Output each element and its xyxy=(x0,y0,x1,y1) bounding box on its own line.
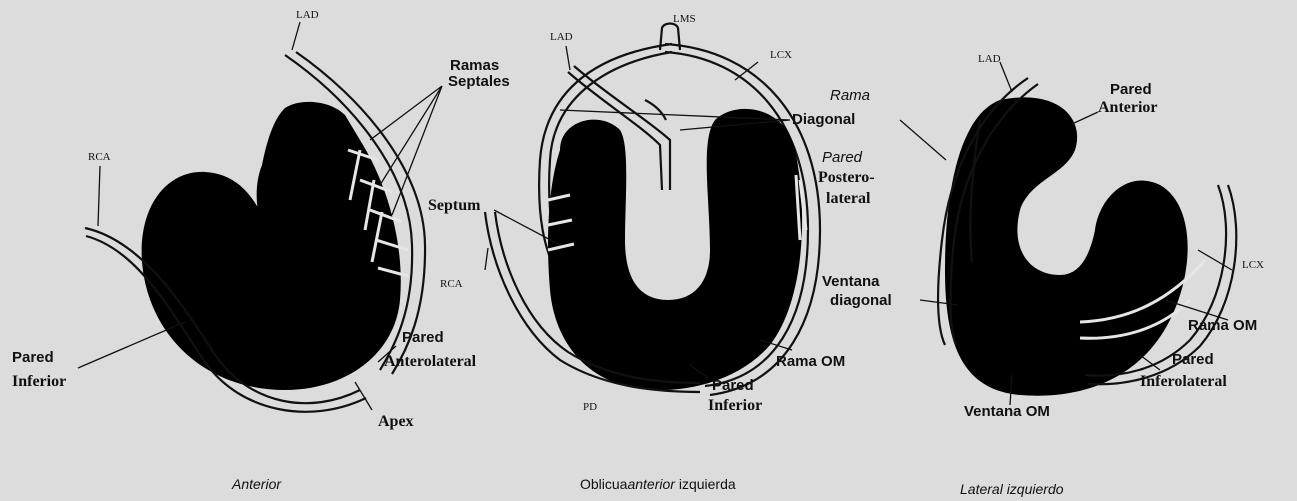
anterior-caption: Anterior xyxy=(231,476,282,492)
lao-label-lms: LMS xyxy=(673,13,696,25)
anterior-label-pared-antero-1: Pared xyxy=(402,329,444,346)
lateral-label-lad: LAD xyxy=(978,53,1001,65)
lao-label-pd: PD xyxy=(583,401,597,413)
lateral-label-ventana-diag-1: Ventana xyxy=(822,273,880,290)
lateral-label-lcx: LCX xyxy=(1242,259,1264,271)
lao-caption: Oblicuaanterior izquierda xyxy=(580,476,736,492)
lao-label-diagonal: Diagonal xyxy=(792,111,855,128)
lateral-label-ventana-diag-2: diagonal xyxy=(830,292,892,309)
anterior-label-apex: Apex xyxy=(378,413,414,430)
anterior-lead-apex xyxy=(355,382,372,410)
anterior-lead-pared-inferior xyxy=(78,322,185,368)
lao-myocardium xyxy=(548,109,802,390)
lao-label-rama: Rama xyxy=(830,87,870,104)
view-anterior: LAD RCA Ramas Septales Pared Inferior Pa… xyxy=(12,9,510,492)
lateral-label-ventana-om: Ventana OM xyxy=(964,403,1050,420)
lao-label-pared-pl-3: lateral xyxy=(826,190,871,207)
lao-label-pared-inf-2: Inferior xyxy=(708,397,762,414)
lao-label-septum: Septum xyxy=(428,197,481,214)
lateral-label-pared-il-1: Pared xyxy=(1172,351,1214,368)
anterior-label-septales: Septales xyxy=(448,73,510,90)
anterior-label-pared-inferior-1: Pared xyxy=(12,349,54,366)
lao-label-pared-pl-2: Postero- xyxy=(818,169,875,186)
lao-label-rca: RCA xyxy=(440,278,463,290)
lateral-myocardium xyxy=(945,97,1188,395)
lao-label-pared-inf-1: Pared xyxy=(712,377,754,394)
lateral-label-pared-ant-2: Anterior xyxy=(1098,99,1158,116)
anterior-label-rca: RCA xyxy=(88,151,111,163)
anterior-label-lad: LAD xyxy=(296,9,319,21)
lateral-caption: Lateral izquierdo xyxy=(960,481,1064,497)
lao-label-rama-om: Rama OM xyxy=(776,353,845,370)
anterior-myocardium xyxy=(142,102,401,390)
view-lateral: LAD Pared Anterior LCX Ventana diagonal … xyxy=(822,53,1264,497)
lao-label-pared-pl-1: Pared xyxy=(822,149,863,166)
lateral-label-pared-il-2: Inferolateral xyxy=(1140,373,1227,390)
anterior-label-pared-inferior-2: Inferior xyxy=(12,373,66,390)
anterior-label-pared-antero-2: Anterolateral xyxy=(384,353,477,370)
lao-label-lcx: LCX xyxy=(770,49,792,61)
anterior-label-ramas: Ramas xyxy=(450,57,499,74)
lao-label-lad: LAD xyxy=(550,31,573,43)
lateral-label-pared-ant-1: Pared xyxy=(1110,81,1152,98)
lateral-label-rama-om: Rama OM xyxy=(1188,317,1257,334)
